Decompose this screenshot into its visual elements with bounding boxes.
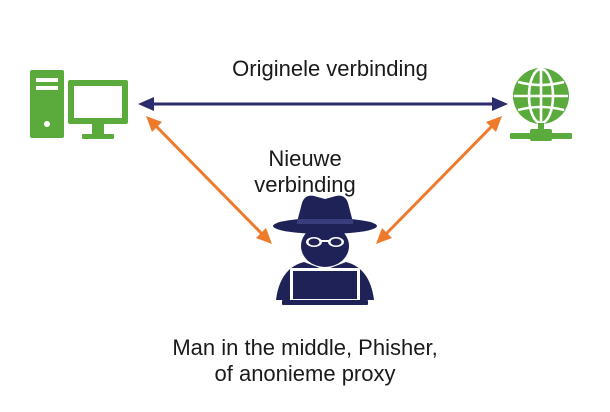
hacker-icon (273, 195, 377, 305)
new-connection-label: Nieuwe verbinding (230, 146, 380, 198)
new-connection-arrow-left (146, 116, 272, 244)
original-connection-arrow (138, 97, 508, 111)
attacker-label: Man in the middle, Phisher, of anonieme … (130, 335, 480, 387)
original-connection-label: Originele verbinding (232, 56, 428, 81)
new-connection-label-line1: Nieuwe (268, 146, 342, 171)
attacker-label-line2: of anonieme proxy (214, 360, 396, 386)
globe-server-icon (510, 67, 572, 141)
new-connection-label-line2: verbinding (254, 171, 356, 197)
computer-icon (30, 70, 128, 139)
new-connection-arrow-right (376, 116, 502, 244)
attacker-label-line1: Man in the middle, Phisher, (172, 335, 438, 360)
